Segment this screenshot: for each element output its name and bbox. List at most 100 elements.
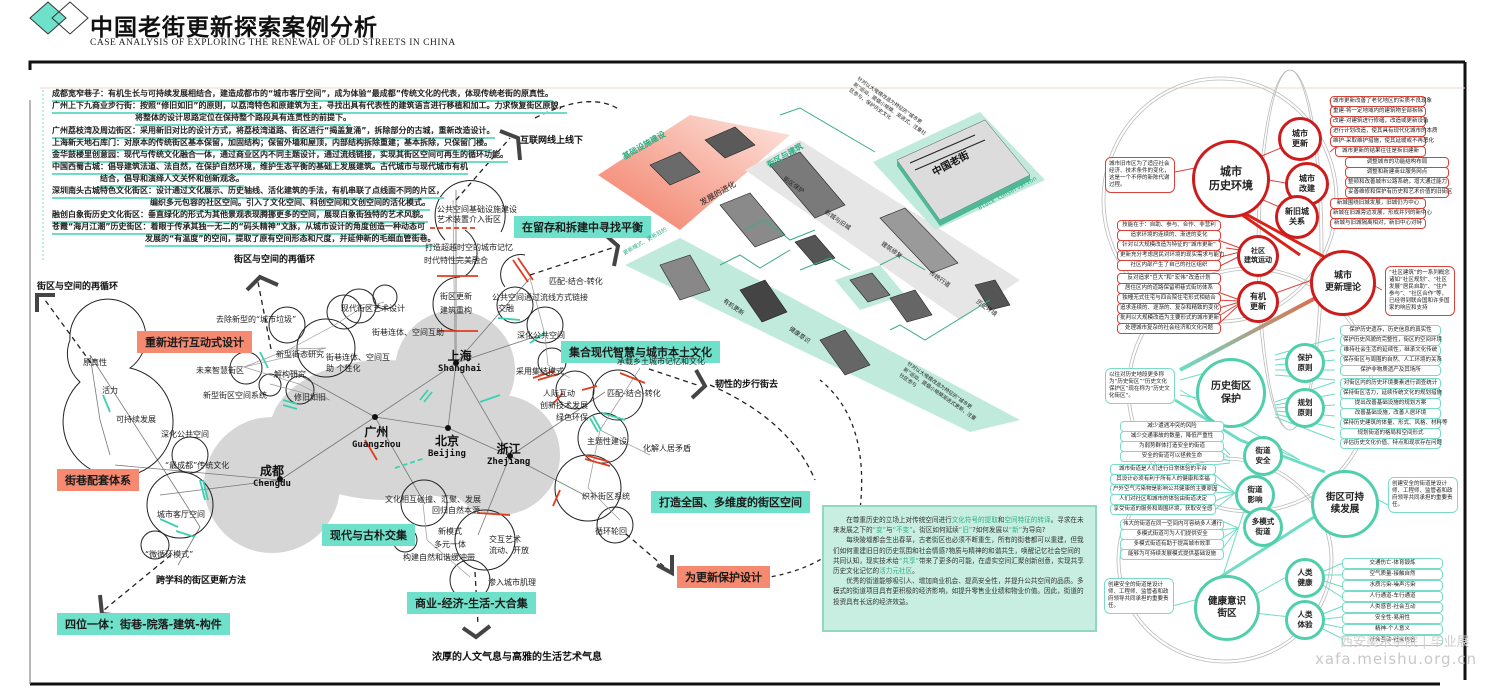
bubble-network-lines [243, 301, 385, 401]
case-item: 广州上下九商业步行街：按照“修旧如旧”的原则，以荔湾特色和原建筑为主，寻找出具有… [52, 101, 567, 114]
arrow-label-online: 互联网线上线下 [520, 136, 584, 146]
bubble-label: 打造超越时空的城市记忆 [425, 243, 513, 252]
case-item: 融创白象街历史文化街区：垂直绿化的形式为其他景观表现腾挪更多的空间，展现白象街独… [52, 210, 428, 223]
mindmap-node-planning-principle[interactable]: 规划 原则 [1285, 388, 1325, 428]
case-item: 深圳南头古城特色文化街区：设计通过文化展示、历史轴线、活化建筑的手法，有机串联了… [52, 186, 444, 199]
mindmap-item: 妥善维修和保护有历史和艺术价值的旧街区 [1345, 187, 1453, 198]
mindmap-node-protection-principle[interactable]: 保护 原则 [1285, 343, 1325, 383]
tag-wisdom: 集合现代智慧与城市本土文化 [561, 341, 720, 363]
arrow-label-humanity: 浓厚的人文气息与高雅的生活艺术气息 [432, 652, 602, 663]
case-item: 中国西蜀古城：倡导建筑法道、法自然，在保护自然环境，维护生态平衡的基础上发展建筑… [52, 162, 468, 175]
mindmap-item: 安全的街道可以拯救生命 [1120, 451, 1224, 462]
mindmap-item: 交通伤亡-体育锻炼 [1342, 558, 1443, 569]
mindmap-node-renewal-theory[interactable]: 城市 更新理论 [1310, 250, 1376, 316]
bubble-label: 现代街区艺术设计 [341, 304, 405, 313]
arrow-label-resilient: 韧性的步行街去 [715, 380, 779, 390]
bubble-label: 深化公共空间 [517, 331, 565, 340]
bubble-label: 匹配-结合-转化 [607, 389, 661, 398]
region-cutout [355, 495, 485, 565]
bubble-label: 交互艺术 [489, 535, 521, 544]
mindmap-item: 能够为可持续发展模式提供基础设施 [1120, 549, 1224, 560]
bubble-label: 匹配-结合-转化 [549, 277, 603, 286]
mindmap-item: 人行通道-车行通道 [1342, 591, 1443, 602]
bubble-label: 街巷连体、空间互助 个性化 [326, 353, 390, 373]
bubble-label: 多元一体 [434, 540, 466, 549]
mindmap-node-urban-historic-env[interactable]: 城市 历史环境 [1192, 140, 1270, 218]
summary-paragraph-3: 优秀的街道能够吸引人、增加商业机会、提高安全性，并提升公共空间的品质。多模式的街… [833, 577, 1084, 606]
tag-modern-ancient: 现代与古朴交集 [322, 524, 415, 546]
iso-connectors [719, 107, 991, 341]
bubble-label: 艺术装置介入街区 [437, 215, 501, 224]
bubble-label: 原真性 [83, 358, 107, 367]
bubble-label: 化解人居矛盾 [643, 444, 691, 453]
mindmap-node-human-health[interactable]: 人类 健康 [1285, 558, 1325, 598]
mindmap-note: 创建安全的街道是设计师、工程师、监管者和政府领导共同承担的重要责任。 [1104, 578, 1174, 614]
mindmap-note: “社区建筑”的一系列概念诸如“社区规划”、“社区发展”居民自助”、“住户参与”、… [1385, 266, 1455, 316]
mindmap-node-organic-renewal[interactable]: 有机 更新 [1237, 281, 1279, 323]
case-item: 成都宽窄巷子：有机生长与可持续发展相结合，建造成都市的“城市客厅空间”，成为体验… [52, 89, 554, 102]
tag-commerce: 商业-经济-生活-大合集 [407, 592, 536, 614]
case-item: 将整体的设计思路定位在保持整个路段具有连贯性的前提下。 [135, 113, 351, 126]
mindmap-item: 安全性-易用性 [1342, 613, 1443, 624]
mindmap-item: 城市更新的结果往往是拆旧建新 [1335, 146, 1426, 157]
mindmap-item: 社区内部产生了自己的社区组织 [1117, 260, 1221, 271]
bubble-label: 主题性建设 [587, 437, 627, 446]
bubble-label: 深化公共空间 [161, 430, 209, 439]
mindmap-item: 处理城市复杂的社会经济和文化问题 [1117, 323, 1221, 334]
bubble-label: 新型街区空间系统 [203, 391, 267, 400]
case-item: 编织多元包容的社区空间。引入了文化空间、科创空间和文创空间的活化模式。 [150, 198, 430, 211]
mindmap-item: 享受街道的服务和周围环境，获取安全感 [1110, 504, 1216, 515]
summary-text-panel: 在尊重历史的立场上对传统空间进行文化符号的提取和空间特征的转译。寻求在未来发展之… [822, 505, 1097, 632]
bubble-label: 文化相互碰撞、汇聚、发展 [385, 495, 481, 504]
mindmap-note: 城市旧市区为了适应社会经济、技术条件的变化，这是一个不停的新陈代谢过程。 [1105, 157, 1175, 193]
bubble-label: 活力 [102, 386, 118, 395]
summary-paragraph-2: 每块陵墟都会生出春草，古老街区也必须不断重生，所有的街巷都可以重建，但我们如何重… [833, 536, 1084, 576]
mindmap-note: 创建安全的街道是设计师、工程师、监管者和政府领导共同承担的重要责任。 [1388, 477, 1458, 513]
summary-paragraph-1: 在尊重历史的立场上对传统空间进行文化符号的提取和空间特征的转译。寻求在未来发展之… [833, 516, 1084, 535]
mindmap-node-human-experience[interactable]: 人类 体验 [1285, 600, 1325, 640]
mindmap-node-community-movement[interactable]: 社区 建筑运动 [1237, 235, 1279, 277]
case-item: 上海新天地石库门：对原本的传统街区基本保留，加固结构；保留外墙和屋顶，内部结构拆… [52, 138, 492, 151]
mindmap-item: 评估历史文化价值、特点和现状存在问题 [1340, 438, 1442, 449]
bubble-label: 公共空间通过流线方式链接 [492, 293, 588, 302]
mindmap-item: 空气质量-接触自然 [1342, 569, 1443, 580]
tag-balance: 在留存和拆建中寻找平衡 [514, 216, 651, 238]
bubble-label: 创新技术发展 [540, 401, 588, 410]
case-item: 苍霞“海月江潮”历史街区：着眼于传承其独一无二的“码头精神”文脉，从城市设计的角… [52, 222, 426, 235]
bubble-label: 街巷连体、空间互助 [372, 328, 444, 337]
mindmap-node-health-block[interactable]: 健康意识 街区 [1194, 575, 1260, 641]
case-item: 广州荔枝湾及周边街区：采用新旧对比的设计方式，将荔枝湾道路、街区进行“揭盖复涌”… [52, 126, 495, 139]
bubble-label: 织补街区系统 [582, 492, 630, 501]
watermark-school: 西安美术学院 | 毕业展 [1340, 635, 1470, 650]
bubble-label: 渗入城市肌理 [488, 578, 536, 587]
mindmap-node-historic-block-protection[interactable]: 历史街区 保护 [1196, 358, 1266, 428]
mindmap-node-multimodal-street[interactable]: 多模式 街道 [1243, 507, 1283, 547]
bubble-cluster-interactive [229, 284, 398, 405]
frame [28, 60, 1467, 686]
case-item: 金华鼓楼里创意园：现代与传统文化融合一体，通过商业区内不同主题设计，通过流线链接… [52, 150, 508, 163]
mindmap-node-street-safety[interactable]: 街道 安全 [1243, 436, 1283, 476]
mindmap-item: 水质污染-噪声污染 [1342, 580, 1443, 591]
bubble-label: 绿色环保 [556, 413, 588, 422]
mindmap-node-sustainable-block[interactable]: 街区可持 续发展 [1311, 470, 1379, 538]
watermark-url[interactable]: xafa.meishu.org.cn [1315, 650, 1478, 668]
mindmap-note: 以往对历史地段更多称为“历史街区”“历史文化保护区”现在称为“历史文化街区”。 [1105, 368, 1175, 404]
bubble-label: “最成都”传统文化 [165, 461, 230, 470]
mindmap-node-new-old-relation[interactable]: 新旧城 关系 [1275, 195, 1319, 239]
case-item: 发展的“有温度”的空间，提取了原有空间形态和尺度，并延伸新的毛细血管街巷。 [145, 234, 436, 247]
mindmap-node-urban-renewal[interactable]: 城市 更新 [1278, 117, 1322, 161]
city-region [204, 310, 560, 553]
city-dots [277, 360, 513, 482]
photo-frames [649, 126, 1011, 376]
bubble-label: 交融 [498, 304, 514, 313]
bubble-chain-lines [422, 199, 651, 578]
bubble-label: 建筑重构 [440, 306, 472, 315]
bubble-label: 新型街态研究 [276, 350, 324, 359]
tag-four-in-one: 四位一体：街巷-院落-建筑-构件 [57, 613, 230, 635]
bubble-label: 新模式 [438, 527, 462, 536]
